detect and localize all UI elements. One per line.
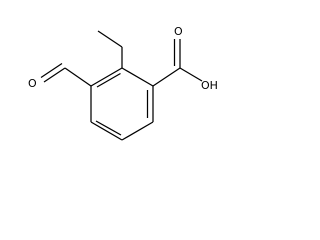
ring-bond-c5-c6 xyxy=(121,121,154,141)
carboxyl-bond-ring-c xyxy=(152,67,181,87)
aldehyde-double-bond-1 xyxy=(43,67,66,83)
hydroxyl-label: OH xyxy=(201,79,218,92)
ring-bond-c4-c5 xyxy=(90,121,123,141)
benzene-ring xyxy=(90,67,154,141)
aldehyde-double-bond-2 xyxy=(40,62,63,79)
carboxylic-acid-group: O OH xyxy=(152,25,218,92)
chemical-structure-diagram: O O OH xyxy=(0,0,233,148)
methoxy-bond-o-ch3 xyxy=(97,30,123,48)
aldehyde-oxygen-label: O xyxy=(28,77,37,90)
ring-double-bond-inner-c2-c3 xyxy=(96,72,121,88)
aldehyde-group: O xyxy=(28,62,92,90)
ring-bond-c2-c3 xyxy=(90,67,123,87)
carboxyl-bond-c-oh xyxy=(179,67,203,82)
carbonyl-oxygen-label: O xyxy=(174,25,183,38)
methoxy-group xyxy=(97,30,123,68)
ring-double-bond-inner-c4-c5 xyxy=(95,120,122,136)
aldehyde-bond-ring-c xyxy=(64,67,92,87)
ring-bond-c1-c2 xyxy=(121,67,154,87)
